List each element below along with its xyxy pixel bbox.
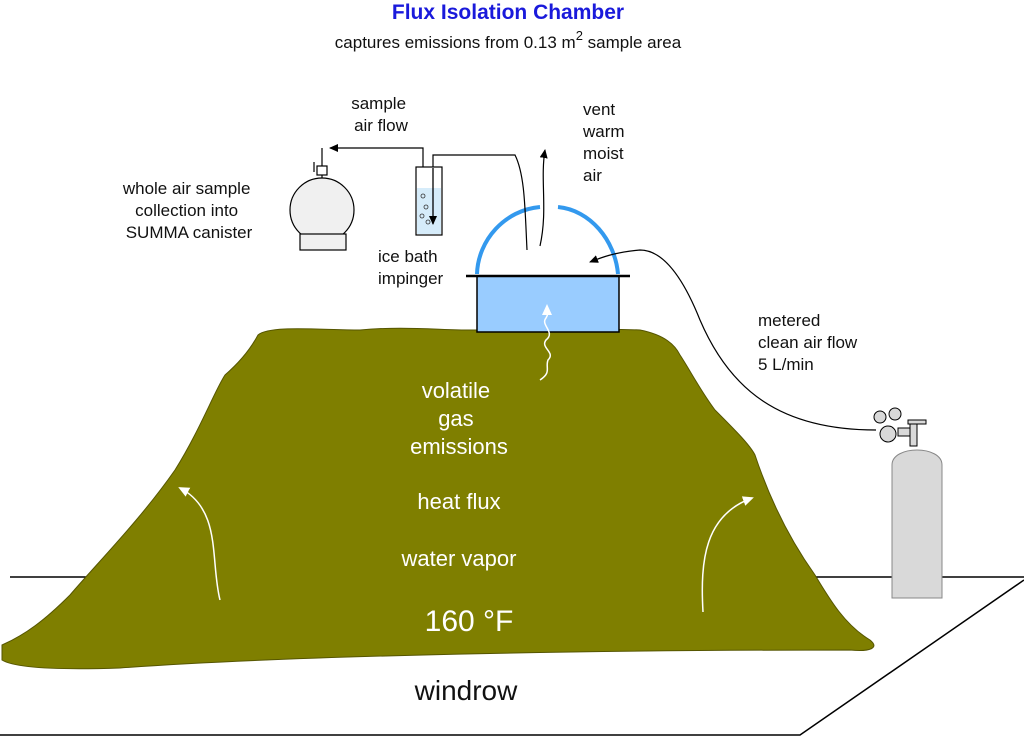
canister-label: whole air sample collection into SUMMA c… [122,179,255,242]
sample-line [432,154,528,251]
diagram-title: Flux Isolation Chamber [392,1,624,24]
impinger-icon [415,166,443,236]
sample-air-flow-arrow [329,144,424,168]
clean-air-line [589,249,877,431]
clean-air-line-1: metered [758,311,820,330]
vent-arrow [539,149,548,247]
emission-squiggle-arrow [539,304,553,381]
heat-arrow-right [701,496,754,613]
gas-cylinder-icon [873,407,943,599]
canister-line-2: collection into [135,201,238,220]
emissions-line-1: volatile [422,378,490,403]
vent-line-3: moist [583,144,624,163]
chamber-dome-left [475,205,541,275]
emissions-line-2: gas [438,406,473,431]
chamber-base [476,275,620,333]
clean-air-line-2: clean air flow [758,333,858,352]
sample-air-flow-line-1: sample [351,94,406,113]
subtitle-prefix: captures emissions from 0.13 m [335,33,576,52]
canister-line-1: whole air sample [122,179,251,198]
water-vapor-label: water vapor [401,546,517,571]
chamber-dome-right [557,205,620,275]
heat-arrow-left [178,487,221,601]
emissions-line-3: emissions [410,434,508,459]
windrow-pile [1,327,875,670]
clean-air-label: metered clean air flow 5 L/min [758,311,862,374]
diagram-subtitle: captures emissions from 0.13 m2 sample a… [335,28,682,52]
emissions-label: volatile gas emissions [410,378,508,459]
impinger-line-2: impinger [378,269,444,288]
impinger-line-1: ice bath [378,247,438,266]
vent-line-2: warm [582,122,625,141]
windrow-label: windrow [414,675,518,706]
sample-air-flow-line-2: air flow [354,116,409,135]
vent-label: vent warm moist air [582,100,629,185]
summa-canister-icon [289,148,355,251]
flux-chamber [466,205,630,333]
subtitle-suffix: sample area [583,33,682,52]
clean-air-line-3: 5 L/min [758,355,814,374]
vent-line-4: air [583,166,602,185]
heat-flux-label: heat flux [417,489,500,514]
impinger-label: ice bath impinger [378,247,444,288]
canister-line-3: SUMMA canister [126,223,253,242]
sample-air-flow-label: sample air flow [351,94,411,135]
vent-line-1: vent [583,100,615,119]
subtitle-superscript: 2 [576,28,583,43]
temperature-label: 160 °F [425,605,514,638]
